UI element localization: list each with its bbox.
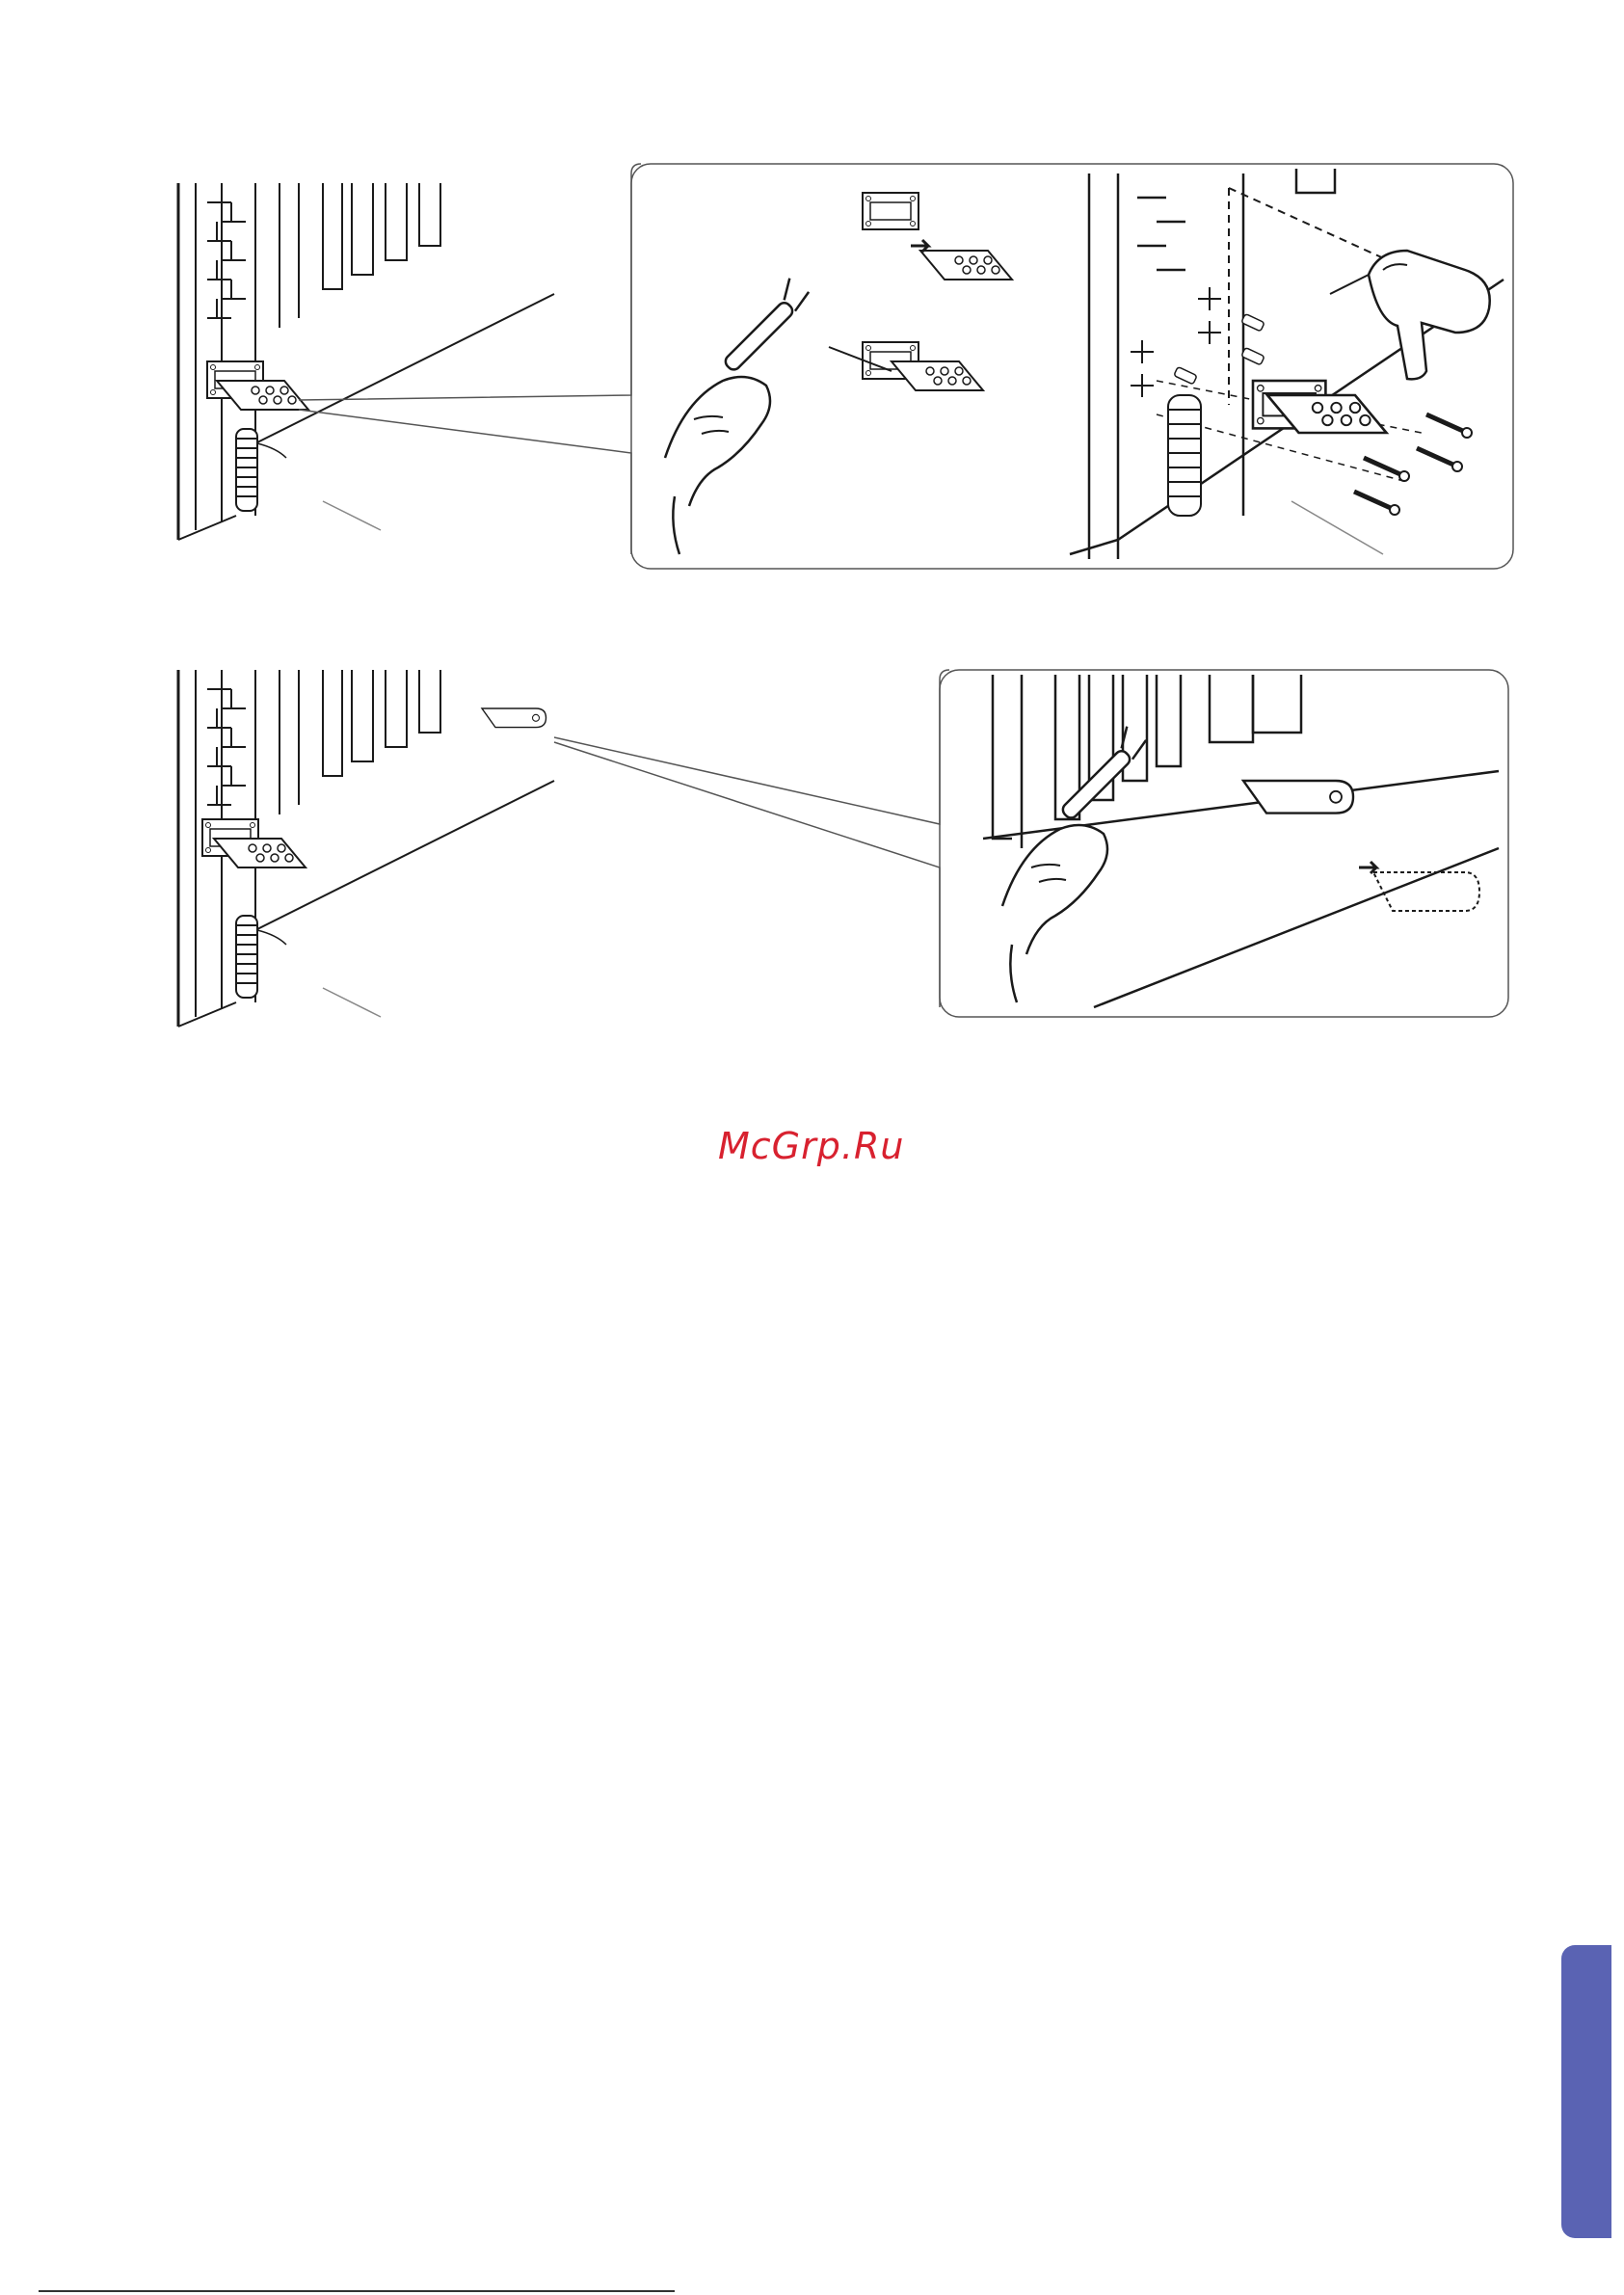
footer-rule — [39, 2290, 675, 2292]
step-2-detail-frame — [940, 670, 1508, 1017]
section-tab — [1561, 1945, 1611, 2238]
step-1-figure — [178, 164, 1513, 569]
screw-icon — [1426, 414, 1472, 438]
anchor-plug-icon — [1241, 313, 1265, 331]
step-1-detail-frame — [631, 164, 1513, 569]
welder-clamp-icon — [665, 276, 812, 554]
step-2-figure — [178, 670, 1508, 1027]
watermark-text: McGrp.Ru — [718, 1125, 904, 1167]
drill-icon — [1330, 251, 1490, 379]
